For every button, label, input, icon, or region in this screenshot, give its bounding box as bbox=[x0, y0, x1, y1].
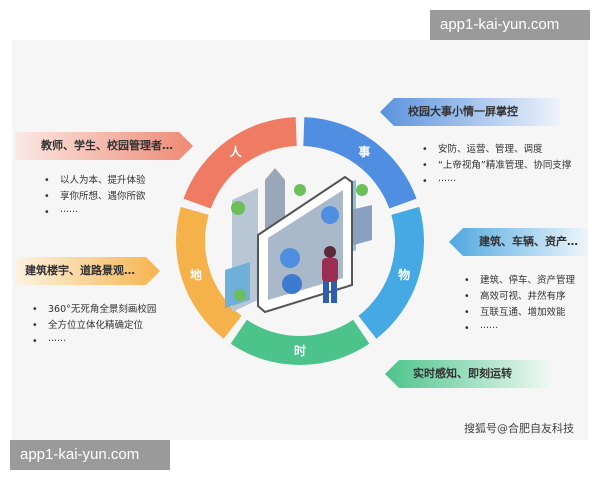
list-item: 享你所想、遇你所欲 bbox=[44, 189, 146, 205]
ring-segment-label: 时 bbox=[293, 343, 306, 358]
watermark-top: app1-kai-yun.com bbox=[430, 10, 590, 40]
place-ribbon: 建筑楼宇、道路景观… bbox=[15, 257, 160, 285]
things-ribbon: 建筑、车辆、资产… bbox=[449, 228, 588, 256]
place-list: 360°无死角全景刻画校园 全方位立体化精确定位 ······ bbox=[32, 302, 156, 350]
time-title: 实时感知、即刻运转 bbox=[413, 367, 512, 380]
list-item: ······ bbox=[32, 334, 156, 350]
list-item: 以人为本、提升体验 bbox=[44, 173, 146, 189]
ring-segment-label: 事 bbox=[358, 145, 371, 160]
list-item: 安防、运营、管理、调度 bbox=[422, 142, 571, 158]
events-title: 校园大事小情一屏掌控 bbox=[408, 105, 518, 118]
list-item: ······ bbox=[422, 174, 571, 190]
list-item: ······ bbox=[464, 321, 575, 337]
source-credit: 搜狐号@合肥自友科技 bbox=[464, 422, 574, 435]
list-item: ······ bbox=[44, 205, 146, 221]
people-title: 教师、学生、校园管理者… bbox=[41, 139, 173, 152]
list-item: “上帝视角”精准管理、协同支撑 bbox=[422, 158, 571, 174]
ring-segment-label: 地 bbox=[189, 267, 202, 282]
list-item: 高效可视、井然有序 bbox=[464, 289, 575, 305]
watermark-bottom: app1-kai-yun.com bbox=[10, 440, 170, 470]
list-item: 建筑、停车、资产管理 bbox=[464, 273, 575, 289]
things-title: 建筑、车辆、资产… bbox=[479, 235, 578, 248]
things-list: 建筑、停车、资产管理 高效可视、井然有序 互联互通、增加效能 ······ bbox=[464, 273, 575, 337]
people-ribbon: 教师、学生、校园管理者… bbox=[15, 132, 193, 160]
list-item: 全方位立体化精确定位 bbox=[32, 318, 156, 334]
time-ribbon: 实时感知、即刻运转 bbox=[385, 360, 550, 388]
events-list: 安防、运营、管理、调度 “上帝视角”精准管理、协同支撑 ······ bbox=[422, 142, 571, 190]
place-title: 建筑楼宇、道路景观… bbox=[25, 264, 135, 277]
list-item: 互联互通、增加效能 bbox=[464, 305, 575, 321]
ring-segment-label: 物 bbox=[398, 267, 411, 282]
events-ribbon: 校园大事小情一屏掌控 bbox=[380, 98, 560, 126]
ring-segment-label: 人 bbox=[229, 145, 242, 160]
list-item: 360°无死角全景刻画校园 bbox=[32, 302, 156, 318]
people-list: 以人为本、提升体验 享你所想、遇你所欲 ······ bbox=[44, 173, 146, 221]
